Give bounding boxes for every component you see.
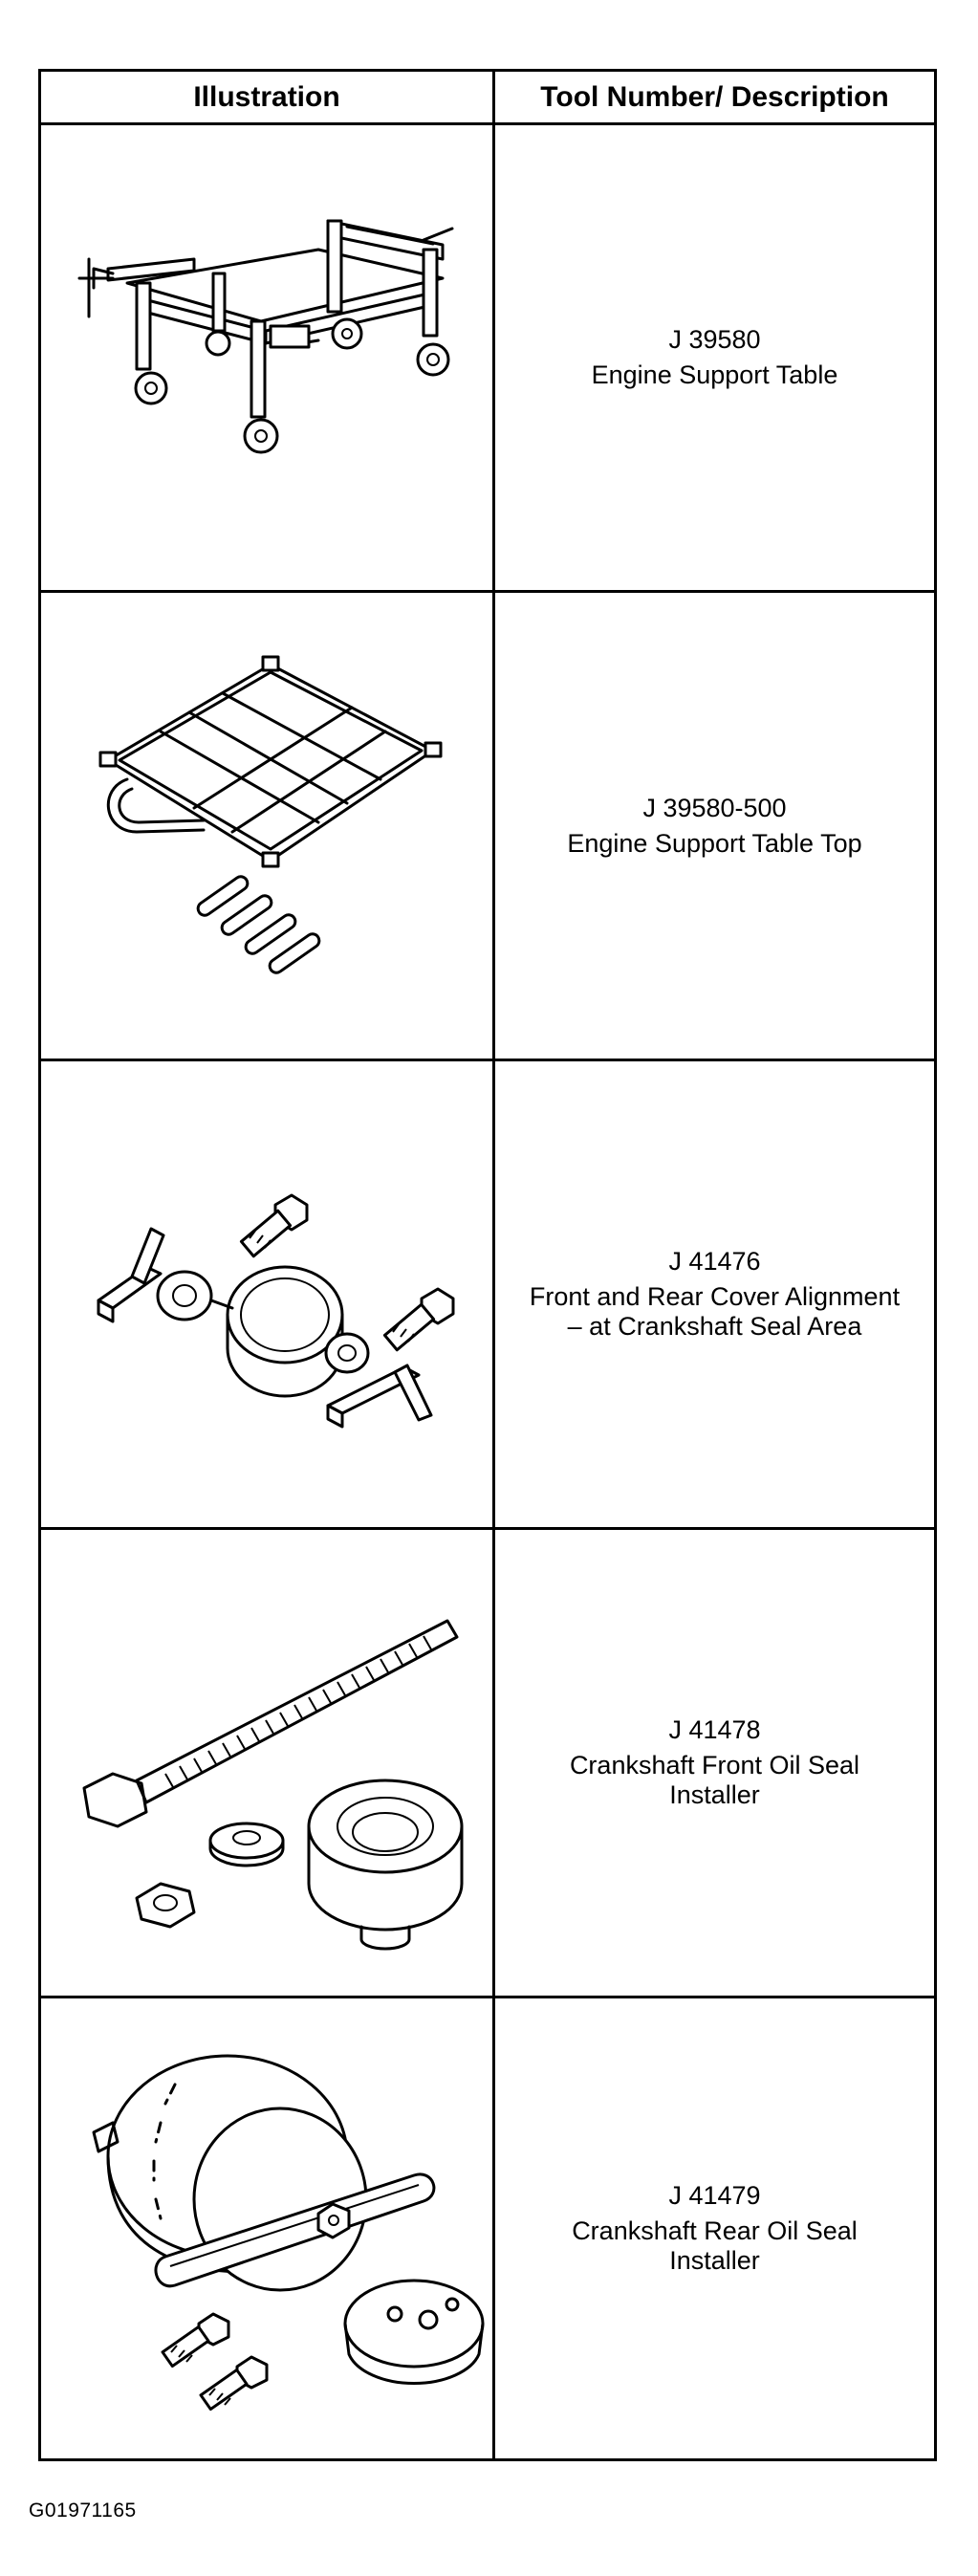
engine-support-table-top-icon [98, 655, 443, 974]
tool-number: J 39580-500 [642, 793, 787, 822]
table-row: J 41478 Crankshaft Front Oil Seal Instal… [41, 1530, 934, 1998]
table-row: J 39580 Engine Support Table [41, 125, 934, 593]
tool-description: Engine Support Table [591, 360, 838, 389]
tool-description: Front and Rear Cover Alignment – at Cran… [529, 1282, 901, 1341]
illustration-column-header: Illustration [193, 81, 340, 113]
illustration-cell [41, 593, 492, 1059]
table-header-row: Illustration Tool Number/ Description [41, 72, 934, 125]
tool-description: Engine Support Table Top [567, 828, 862, 858]
tool-number: J 41476 [668, 1247, 761, 1276]
illustration-cell [41, 1998, 492, 2458]
tool-description: Crankshaft Rear Oil Seal Installer [572, 2216, 858, 2275]
illustration-cell [41, 125, 492, 590]
tool-description-cell: J 41478 Crankshaft Front Oil Seal Instal… [495, 1530, 934, 1996]
tool-description-cell: J 39580-500 Engine Support Table Top [495, 593, 934, 1059]
table-row: J 41479 Crankshaft Rear Oil Seal Install… [41, 1998, 934, 2458]
tool-description-column-header: Tool Number/ Description [540, 81, 889, 113]
rear-oil-seal-installer-icon [92, 2054, 485, 2412]
special-tools-table: Illustration Tool Number/ Description [38, 69, 937, 2461]
front-oil-seal-installer-icon [82, 1619, 464, 1951]
tool-number: J 39580 [668, 325, 761, 354]
illustration-cell [41, 1530, 492, 1996]
tool-number: J 41479 [668, 2181, 761, 2210]
tool-description-cell: J 41476 Front and Rear Cover Alignment –… [495, 1061, 934, 1527]
column-divider [492, 72, 495, 2458]
tool-number: J 41478 [668, 1715, 761, 1744]
cover-alignment-tool-icon [97, 1193, 455, 1429]
figure-id: G01971165 [29, 2500, 137, 2521]
table-row: J 39580-500 Engine Support Table Top [41, 593, 934, 1061]
tool-description-cell: J 41479 Crankshaft Rear Oil Seal Install… [495, 1998, 934, 2458]
illustration-cell [41, 1061, 492, 1527]
tool-description: Crankshaft Front Oil Seal Installer [569, 1751, 860, 1809]
table-row: J 41476 Front and Rear Cover Alignment –… [41, 1061, 934, 1530]
engine-support-table-icon [77, 219, 454, 454]
tool-description-cell: J 39580 Engine Support Table [495, 125, 934, 590]
